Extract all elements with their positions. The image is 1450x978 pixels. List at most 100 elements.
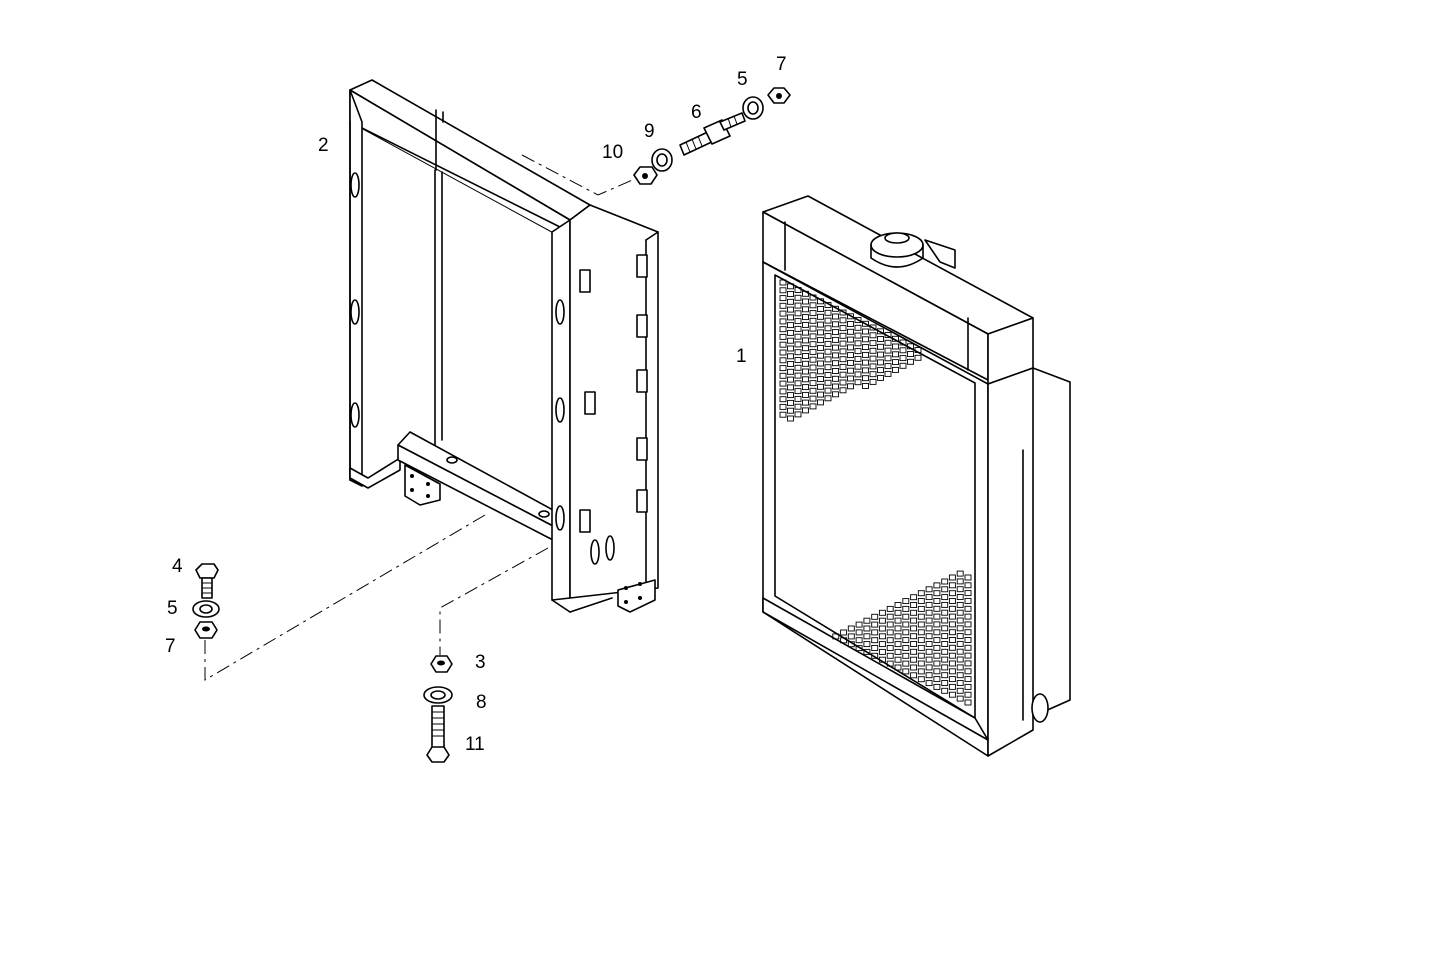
mesh-cell	[910, 617, 918, 624]
mesh-cell	[839, 340, 847, 347]
mesh-cell	[878, 609, 886, 616]
mesh-cell	[925, 680, 933, 687]
mesh-cell	[832, 321, 839, 328]
mesh-cell	[809, 403, 817, 410]
mesh-cell	[948, 621, 956, 628]
mesh-cell	[948, 590, 956, 597]
mesh-cell	[948, 644, 956, 651]
mesh-cell	[839, 348, 847, 355]
mesh-cell	[925, 586, 933, 593]
mesh-cell	[854, 332, 862, 339]
callout-6: 6	[691, 102, 702, 123]
mesh-cell	[809, 364, 817, 371]
mesh-cell	[802, 360, 809, 367]
hex-bolt-icon	[426, 705, 450, 763]
mesh-cell	[878, 633, 886, 640]
hex-nut-icon	[430, 655, 453, 673]
mesh-cell	[863, 641, 871, 648]
mesh-cell	[824, 333, 832, 340]
mesh-cell	[956, 578, 964, 585]
mesh-cell	[839, 379, 847, 386]
mesh-cell	[964, 644, 972, 651]
mesh-cell	[832, 391, 839, 398]
mesh-cell	[779, 326, 787, 333]
mesh-cell	[964, 613, 972, 620]
mesh-cell	[917, 598, 925, 604]
mesh-cell	[877, 367, 884, 374]
mesh-cell	[877, 359, 884, 366]
mesh-cell	[854, 363, 862, 370]
mesh-cell	[933, 676, 941, 683]
mesh-cell	[802, 353, 809, 359]
mesh-cell	[886, 660, 894, 667]
mesh-cell	[787, 322, 794, 329]
mesh-cell	[802, 321, 809, 328]
mesh-cell	[956, 695, 964, 702]
mesh-cell	[964, 605, 972, 612]
mesh-cell	[964, 652, 972, 659]
mesh-cell	[899, 355, 907, 362]
mesh-cell	[779, 396, 787, 403]
washer-icon	[192, 600, 220, 618]
mesh-cell	[802, 337, 809, 344]
mesh-cell	[910, 594, 918, 601]
mesh-cell	[854, 348, 862, 355]
mesh-cell	[948, 691, 956, 698]
mesh-cell	[779, 357, 787, 364]
mesh-cell	[902, 652, 910, 659]
mesh-cell	[910, 648, 918, 655]
mesh-cell	[878, 641, 886, 648]
mesh-cell	[894, 664, 902, 671]
mesh-cell	[917, 621, 925, 628]
mesh-cell	[964, 660, 972, 667]
mesh-cell	[964, 590, 972, 597]
mesh-cell	[884, 332, 892, 338]
mesh-cell	[948, 660, 956, 667]
mesh-cell	[854, 317, 862, 323]
mesh-cell	[809, 387, 817, 394]
mesh-cell	[794, 403, 802, 410]
mesh-cell	[902, 668, 910, 675]
mesh-cell	[892, 351, 899, 358]
mesh-cell	[802, 384, 809, 391]
mesh-cell	[941, 687, 949, 694]
mesh-cell	[847, 328, 854, 335]
mesh-cell	[824, 356, 832, 363]
mesh-cell	[817, 344, 824, 351]
mesh-cell	[933, 613, 941, 620]
mesh-cell	[779, 388, 787, 395]
mesh-cell	[869, 332, 877, 339]
mesh-cell	[964, 637, 972, 643]
mesh-cell	[884, 339, 892, 346]
mesh-cell	[847, 359, 854, 366]
mesh-cell	[925, 656, 933, 663]
mesh-cell	[894, 617, 902, 624]
mesh-cell	[894, 633, 902, 640]
mesh-cell	[902, 621, 910, 628]
mesh-cell	[894, 602, 902, 608]
mesh-cell	[779, 372, 787, 379]
mesh-cell	[871, 621, 879, 628]
mesh-cell	[847, 321, 854, 327]
radiator-core-icon	[762, 195, 1071, 757]
mesh-cell	[817, 298, 824, 305]
mesh-cell	[854, 371, 862, 378]
mesh-cell	[925, 617, 933, 624]
mesh-cell	[787, 283, 794, 290]
mesh-cell	[956, 687, 964, 694]
mesh-cell	[917, 613, 925, 620]
mesh-cell	[902, 637, 910, 644]
mesh-cell	[809, 380, 817, 387]
mesh-cell	[863, 648, 871, 655]
mesh-cell	[779, 310, 787, 317]
mesh-cell	[964, 574, 972, 581]
mesh-cell	[917, 644, 925, 651]
mesh-cell	[794, 294, 802, 301]
mesh-cell	[787, 337, 794, 344]
mesh-cell	[878, 648, 886, 655]
mesh-cell	[802, 368, 809, 375]
mesh-cell	[933, 629, 941, 636]
mesh-cell	[948, 652, 956, 659]
mesh-cell	[794, 388, 802, 395]
mesh-cell	[869, 324, 877, 331]
